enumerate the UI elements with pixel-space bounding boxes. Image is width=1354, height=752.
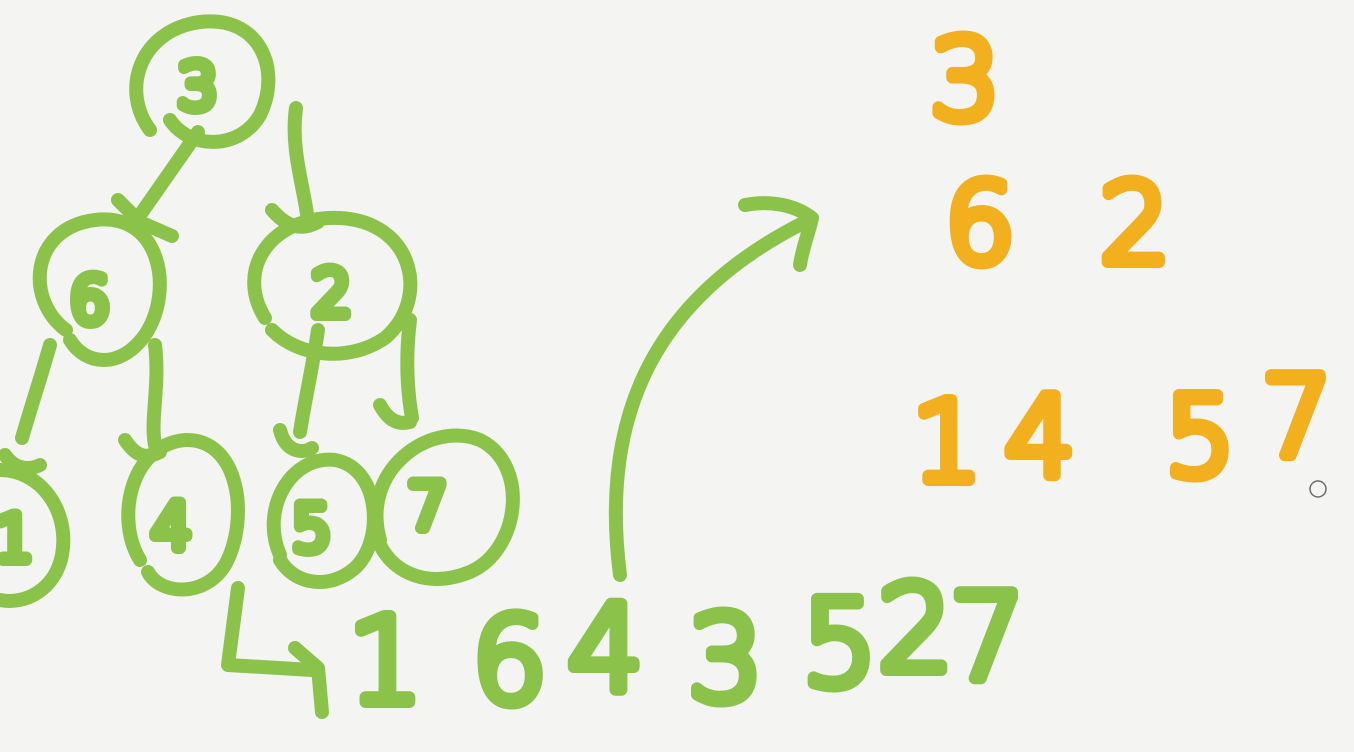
tree-node-right-right: 7 — [369, 428, 520, 586]
tree-node-left-left: 1 — [0, 463, 71, 608]
sequence-value-5: 5 — [802, 575, 877, 713]
edge-root-left-arrowhead — [111, 193, 179, 243]
inorder-sequence: 1 6 4 3 5 2 7 — [221, 554, 1031, 736]
node-circle — [121, 432, 245, 597]
edge-root-left — [133, 125, 205, 222]
node-label: 4 — [152, 490, 191, 563]
node-circle — [32, 212, 167, 367]
edge-right-left — [293, 323, 325, 439]
cursor-ring-icon — [1309, 480, 1327, 498]
node-label: 6 — [70, 264, 109, 337]
edge-left-right — [146, 338, 164, 452]
node-circle — [247, 210, 418, 361]
tree-node-left: 6 — [32, 212, 167, 367]
level-order-output: 3 6 2 1 4 5 7 — [906, 10, 1338, 512]
level-value: 5 — [1165, 373, 1235, 501]
node-label: 7 — [408, 470, 447, 543]
node-circle — [0, 463, 71, 608]
level-value: 4 — [1005, 373, 1075, 501]
tree-node-root: 3 — [129, 14, 276, 149]
tree-node-left-right: 4 — [121, 432, 245, 597]
arrow-head — [288, 641, 329, 719]
edge-right-left-tick — [273, 423, 319, 458]
sequence-value-4: 3 — [688, 590, 763, 728]
sequence-value-2: 6 — [472, 592, 547, 730]
arrow-shaft — [221, 581, 319, 677]
level-value: 3 — [930, 16, 1000, 144]
edge-root-right — [287, 101, 315, 229]
sequence-value-6: 2 — [878, 560, 953, 698]
level-value: 6 — [945, 160, 1015, 288]
level-value: 1 — [912, 378, 982, 506]
node-circle — [266, 452, 381, 589]
arrow-curve — [608, 215, 812, 582]
turn-right-arrow-icon — [221, 581, 329, 719]
node-label: 2 — [312, 257, 351, 330]
tree-node-right-left: 5 — [266, 452, 381, 589]
edge-right-right-tick — [373, 398, 417, 430]
sequence-value-7: 7 — [950, 568, 1025, 706]
node-circle — [129, 14, 276, 149]
node-label: 1 — [0, 502, 33, 575]
tree-node-right: 2 — [247, 210, 418, 361]
sequence-value-3: 4 — [568, 580, 643, 718]
edge-right-right — [400, 313, 419, 425]
level-value: 2 — [1100, 160, 1170, 288]
node-label: 5 — [292, 492, 331, 565]
node-label: 3 — [178, 50, 217, 123]
curved-arrow-icon — [608, 196, 819, 582]
level-value: 7 — [1262, 353, 1332, 481]
level-row-2: 6 2 — [939, 154, 1176, 294]
sequence-value-1: 1 — [348, 592, 423, 730]
arrow-head — [738, 196, 819, 272]
level-row-1: 3 — [924, 10, 1006, 150]
level-row-3: 1 4 5 7 — [906, 347, 1338, 512]
binary-tree: 3 6 2 1 4 — [0, 14, 520, 608]
node-circle — [369, 428, 520, 586]
edge-left-left — [15, 338, 57, 445]
